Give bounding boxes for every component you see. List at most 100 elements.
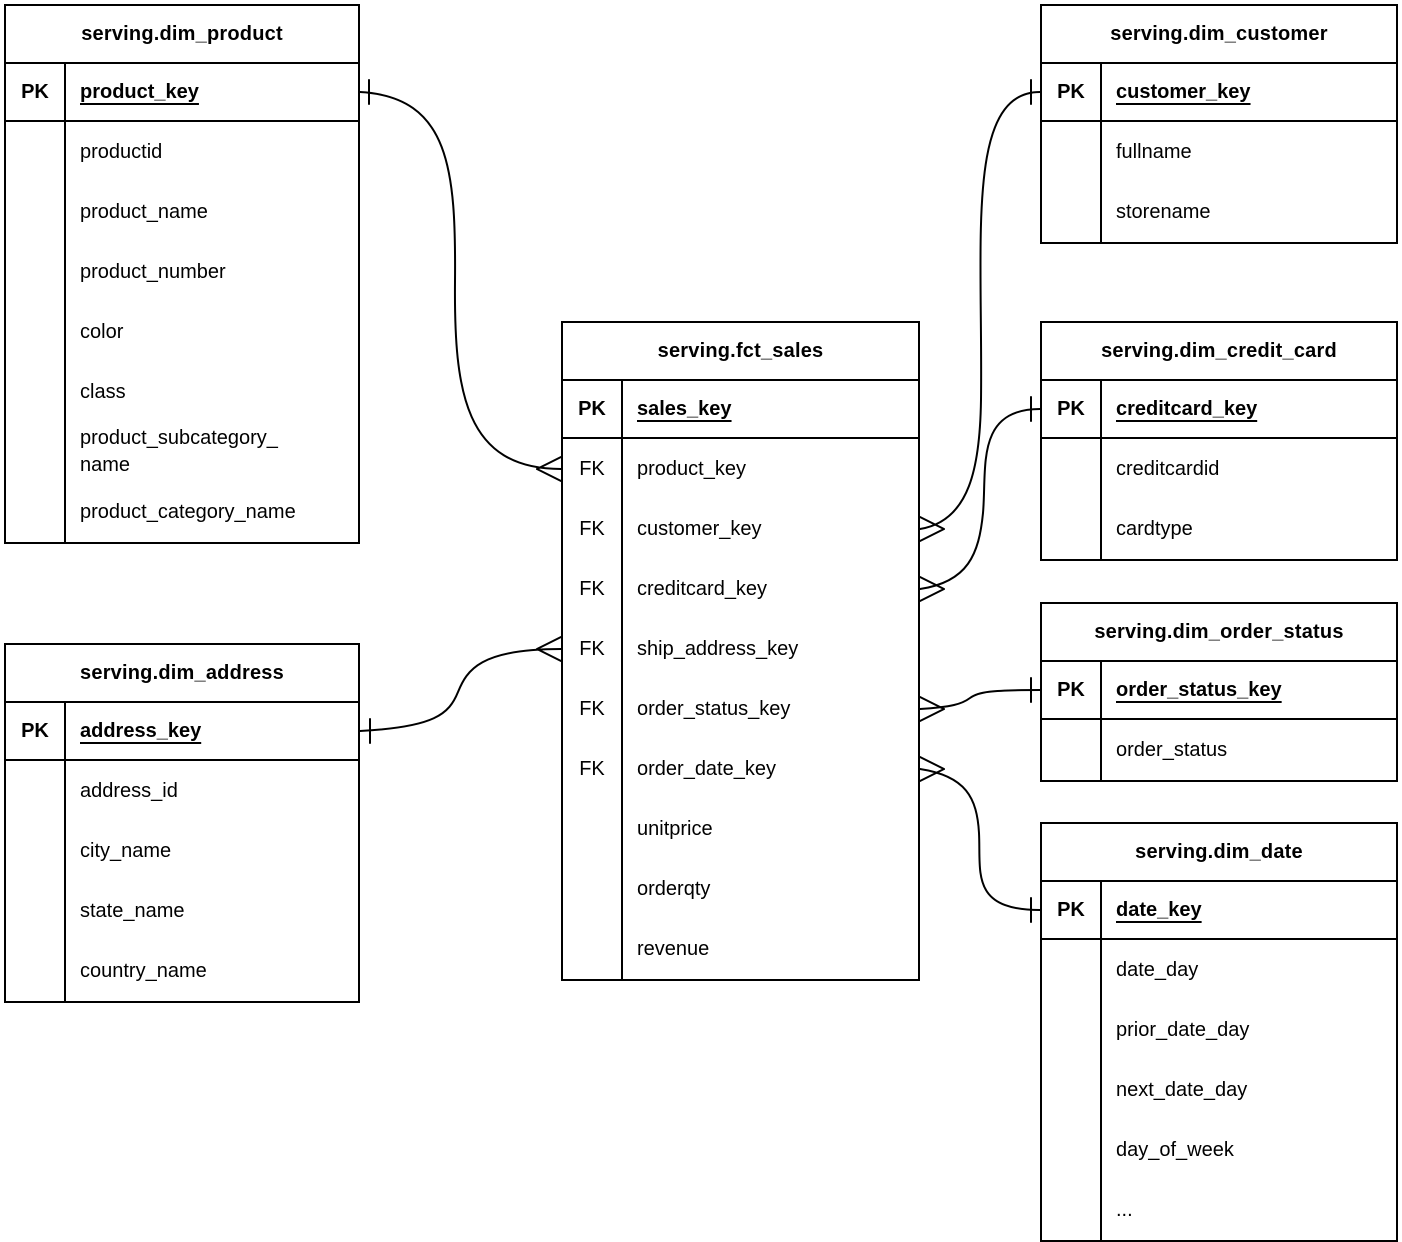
column-name: class bbox=[80, 380, 126, 403]
key-tag bbox=[6, 302, 66, 362]
key-tag bbox=[6, 941, 66, 1001]
key-tag: FK bbox=[563, 619, 623, 679]
entity-title: serving.dim_customer bbox=[1042, 6, 1396, 64]
key-tag bbox=[1042, 122, 1102, 182]
key-tag: PK bbox=[6, 703, 66, 759]
entity-dim-customer: serving.dim_customer PK customer_key ful… bbox=[1040, 4, 1398, 244]
column-row: city_name bbox=[6, 821, 358, 881]
column-name: cardtype bbox=[1116, 517, 1193, 540]
column-row: creditcardid bbox=[1042, 439, 1396, 499]
entity-dim-credit-card: serving.dim_credit_card PK creditcard_ke… bbox=[1040, 321, 1398, 561]
column-name: ... bbox=[1116, 1198, 1133, 1221]
column-row: ... bbox=[1042, 1180, 1396, 1240]
pk-column-name: product_key bbox=[80, 80, 199, 103]
column-row: state_name bbox=[6, 881, 358, 941]
key-tag bbox=[6, 122, 66, 182]
key-tag bbox=[6, 242, 66, 302]
column-row: revenue bbox=[563, 919, 918, 979]
column-name: productid bbox=[80, 140, 163, 163]
column-name: date_day bbox=[1116, 958, 1199, 981]
column-row: orderqty bbox=[563, 859, 918, 919]
column-name: product_category_name bbox=[80, 500, 296, 523]
pk-row: PK sales_key bbox=[563, 381, 918, 439]
column-row: product_number bbox=[6, 242, 358, 302]
column-row: fullname bbox=[1042, 122, 1396, 182]
key-tag: PK bbox=[1042, 381, 1102, 437]
key-tag bbox=[1042, 439, 1102, 499]
entity-title: serving.dim_address bbox=[6, 645, 358, 703]
column-row: day_of_week bbox=[1042, 1120, 1396, 1180]
key-tag bbox=[6, 821, 66, 881]
column-name: revenue bbox=[637, 937, 710, 960]
column-name: country_name bbox=[80, 959, 207, 982]
key-tag: FK bbox=[563, 679, 623, 739]
pk-column-name: creditcard_key bbox=[1116, 397, 1258, 420]
crow-foot-many-icon bbox=[919, 756, 945, 782]
entity-dim-order-status: serving.dim_order_status PK order_status… bbox=[1040, 602, 1398, 782]
key-tag bbox=[6, 761, 66, 821]
rel-address-to-fct-sales bbox=[359, 636, 562, 744]
key-tag: PK bbox=[1042, 882, 1102, 938]
column-name: order_date_key bbox=[637, 757, 776, 780]
column-row: product_subcategory_ name bbox=[6, 422, 358, 482]
entity-fct-sales: serving.fct_sales PK sales_key FK produc… bbox=[561, 321, 920, 981]
column-name: product_number bbox=[80, 260, 226, 283]
key-tag bbox=[6, 362, 66, 422]
column-name: storename bbox=[1116, 200, 1211, 223]
key-tag bbox=[563, 799, 623, 859]
column-row: color bbox=[6, 302, 358, 362]
column-name: ship_address_key bbox=[637, 637, 799, 660]
key-tag bbox=[6, 482, 66, 542]
key-tag: PK bbox=[1042, 64, 1102, 120]
pk-row: PK date_key bbox=[1042, 882, 1396, 940]
pk-row: PK creditcard_key bbox=[1042, 381, 1396, 439]
column-row: productid bbox=[6, 122, 358, 182]
column-name: unitprice bbox=[637, 817, 713, 840]
relationship-line bbox=[919, 768, 1041, 911]
key-tag bbox=[6, 422, 66, 482]
entity-title: serving.dim_product bbox=[6, 6, 358, 64]
column-row: cardtype bbox=[1042, 499, 1396, 559]
key-tag: FK bbox=[563, 739, 623, 799]
crow-foot-many-icon bbox=[919, 516, 945, 542]
pk-column-name: customer_key bbox=[1116, 80, 1251, 103]
key-tag bbox=[1042, 1060, 1102, 1120]
entity-dim-product: serving.dim_product PK product_key produ… bbox=[4, 4, 360, 544]
column-name: customer_key bbox=[637, 517, 762, 540]
column-name: product_subcategory_ name bbox=[80, 427, 278, 476]
column-row: FK product_key bbox=[563, 439, 918, 499]
column-row: date_day bbox=[1042, 940, 1396, 1000]
relationship-line bbox=[359, 91, 562, 470]
entity-title: serving.fct_sales bbox=[563, 323, 918, 381]
key-tag bbox=[563, 859, 623, 919]
relationship-line bbox=[919, 408, 1041, 590]
column-row: product_name bbox=[6, 182, 358, 242]
column-name: address_id bbox=[80, 779, 178, 802]
column-name: prior_date_day bbox=[1116, 1018, 1250, 1041]
key-tag: FK bbox=[563, 499, 623, 559]
column-row: FK order_status_key bbox=[563, 679, 918, 739]
column-row: storename bbox=[1042, 182, 1396, 242]
column-row: class bbox=[6, 362, 358, 422]
column-row: next_date_day bbox=[1042, 1060, 1396, 1120]
key-tag bbox=[1042, 182, 1102, 242]
pk-row: PK order_status_key bbox=[1042, 662, 1396, 720]
column-name: order_status_key bbox=[637, 697, 791, 720]
column-row: order_status bbox=[1042, 720, 1396, 780]
column-name: next_date_day bbox=[1116, 1078, 1248, 1101]
pk-column-name: address_key bbox=[80, 719, 202, 742]
pk-column-name: date_key bbox=[1116, 898, 1202, 921]
key-tag bbox=[6, 182, 66, 242]
rel-fct-sales-to-customer bbox=[919, 79, 1041, 542]
pk-row: PK product_key bbox=[6, 64, 358, 122]
column-name: state_name bbox=[80, 899, 185, 922]
rel-fct-sales-to-credit-card bbox=[919, 396, 1041, 602]
crow-foot-many-icon bbox=[919, 576, 945, 602]
column-name: product_name bbox=[80, 200, 208, 223]
column-row: FK order_date_key bbox=[563, 739, 918, 799]
column-name: city_name bbox=[80, 839, 172, 862]
relationship-line bbox=[359, 648, 562, 732]
column-name: fullname bbox=[1116, 140, 1192, 163]
column-name: creditcardid bbox=[1116, 457, 1220, 480]
